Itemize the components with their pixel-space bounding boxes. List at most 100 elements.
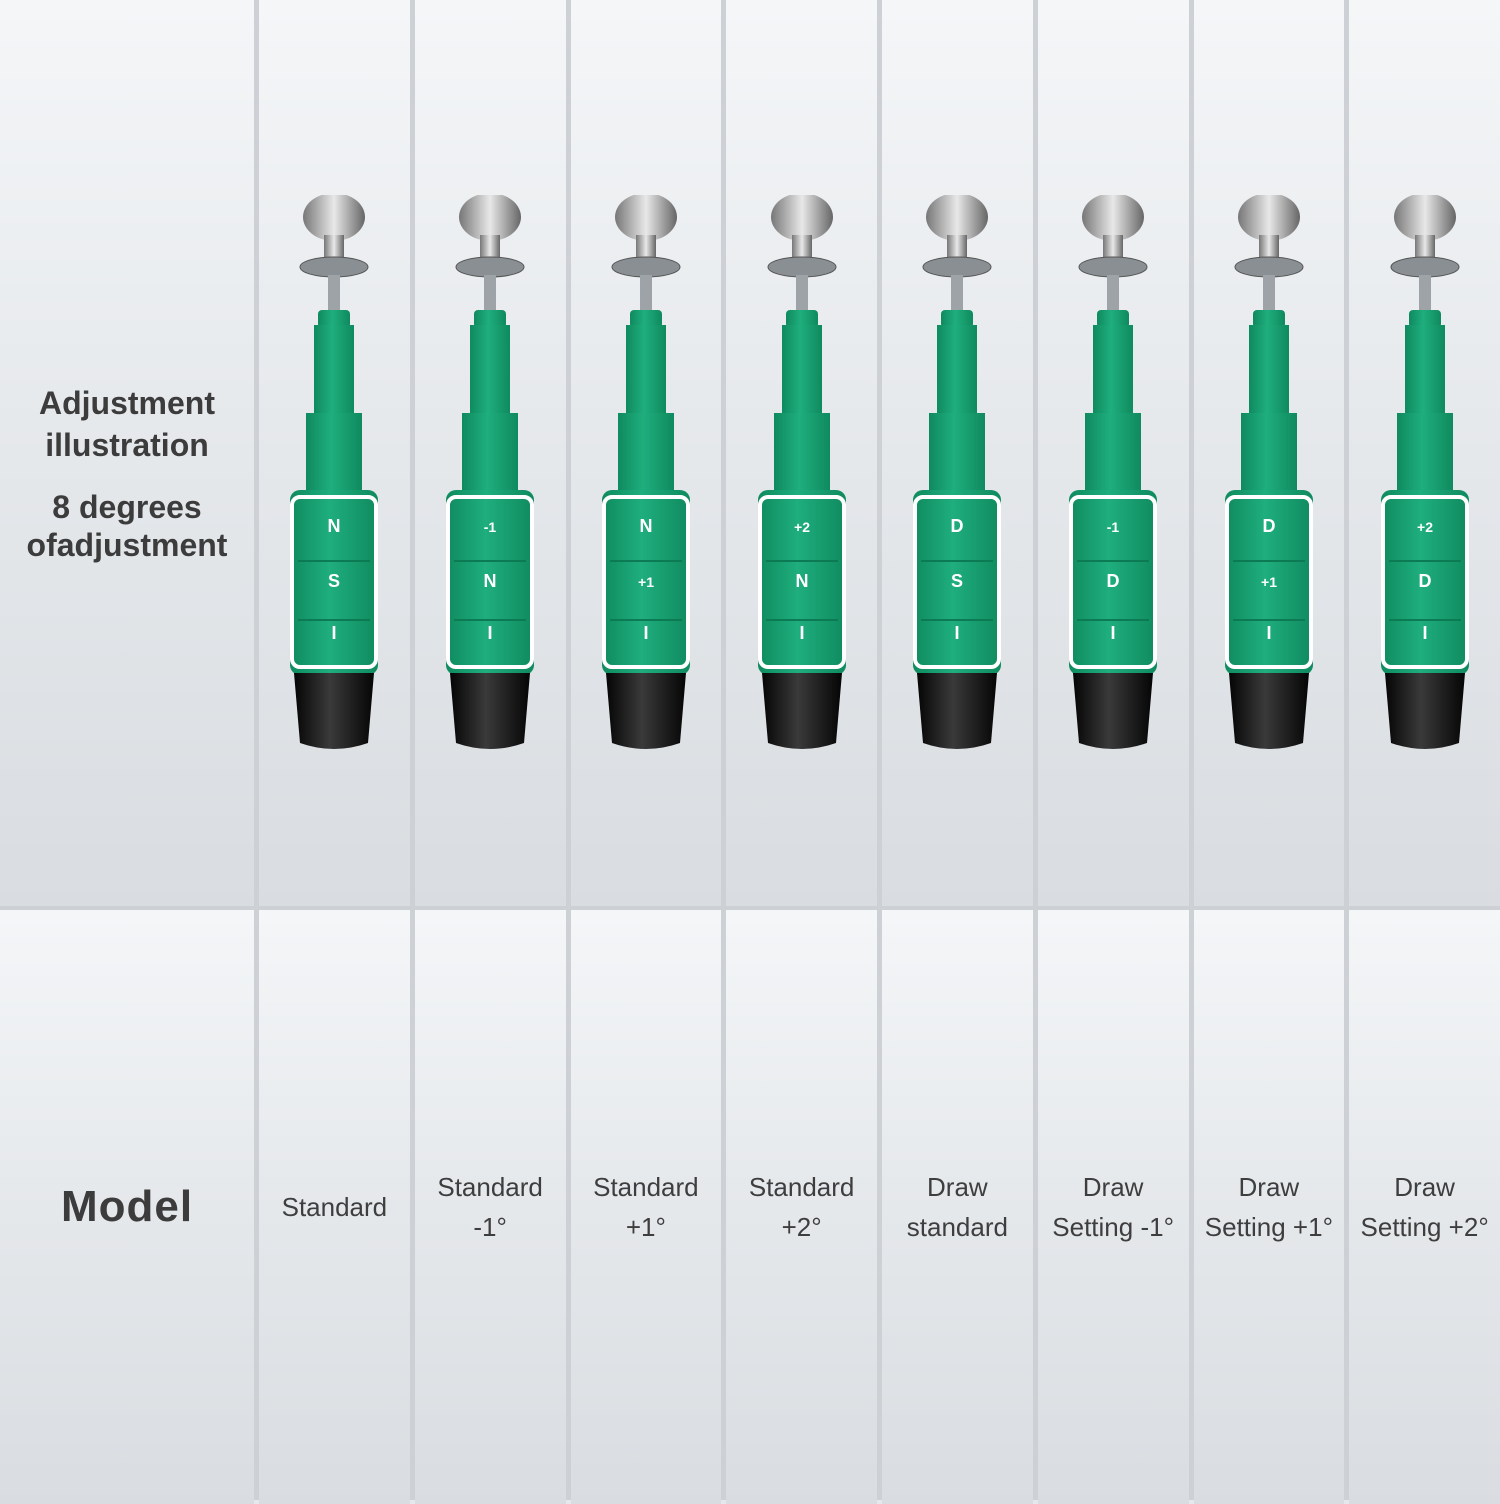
setting-mark-2: S [328,571,340,591]
setting-mark-1: +2 [1417,519,1433,535]
washer [299,256,369,278]
model-cell-4: Standard +2° [726,910,877,1504]
sleeve-tip [1073,673,1154,749]
setting-mark-3: I [643,623,648,643]
screw-head-icon [303,195,366,241]
setting-mark-1: -1 [1107,519,1120,535]
model-name: Standard +1° [593,1172,699,1242]
model-cell-5: Draw standard [882,910,1033,1504]
setting-mark-3: I [955,623,960,643]
sleeve-middle [773,413,830,493]
sleeve-tip [917,673,998,749]
screw-thread [795,275,808,313]
sleeve-top-ring [474,310,507,328]
model-name: Draw standard [906,1172,1008,1242]
sleeve-top-ring [1097,310,1130,328]
sleeve-upper [314,325,355,415]
setting-frame [290,495,379,669]
sleeve-top-ring [785,310,818,328]
setting-frame [601,495,690,669]
sleeve-body [913,490,1002,675]
illustration-cell-5: D S I [882,0,1033,906]
sleeve-body [290,490,379,675]
screw-thread [1262,275,1275,313]
washer [1078,256,1148,278]
screw-head-icon [1237,195,1300,241]
screw-head-icon [926,195,989,241]
adapter-sleeve-image: N+1I [601,195,690,749]
model-cell-1: Standard [259,910,410,1504]
screw-neck [1414,235,1435,259]
sleeve-upper [470,325,511,415]
model-cell-3: Standard +1° [570,910,722,1504]
washer [1234,256,1304,278]
screw-thread [951,275,964,313]
sleeve-upper [1404,325,1445,415]
setting-mark-1: N [328,516,341,536]
sleeve-upper [781,325,822,415]
model-label-cell: Model [0,910,254,1504]
washer [922,256,992,278]
washer [1390,256,1460,278]
setting-mark-3: I [1422,623,1427,643]
screw-thread [639,275,652,313]
washer [455,256,525,278]
screw-neck [1258,235,1279,259]
sleeve-upper [625,325,666,415]
sleeve-body [1069,490,1158,675]
setting-frame [1224,495,1313,669]
setting-mark-1: -1 [484,519,497,535]
setting-mark-3: I [332,623,337,643]
sleeve-middle [462,413,519,493]
sleeve-tip [1228,673,1309,749]
setting-mark-2: D [1418,571,1431,591]
sleeve-middle [1240,413,1297,493]
setting-mark-3: I [1266,623,1271,643]
model-name: Draw Setting +1° [1204,1172,1333,1242]
model-name: Standard +2° [748,1172,855,1242]
setting-mark-2: S [951,571,963,591]
setting-frame [446,495,535,669]
screw-thread [484,275,497,313]
adapter-sleeve-image: -1DI [1069,195,1158,749]
sleeve-middle [1085,413,1142,493]
screw-neck [480,235,501,259]
washer [767,256,837,278]
sleeve-body [446,490,535,675]
screw-neck [635,235,656,259]
sleeve-tip [761,673,842,749]
illustration-cell-1: N S I [259,0,410,906]
washer [611,256,681,278]
setting-frame [1069,495,1158,669]
sleeve-body [1380,490,1469,675]
setting-mark-3: I [1111,623,1116,643]
model-name: Standard [281,1192,388,1222]
adjustment-title: Adjustment illustration [39,385,215,463]
model-cell-6: Draw Setting -1° [1037,910,1189,1504]
model-cell-7: Draw Setting +1° [1193,910,1345,1504]
degrees-subtitle: 8 degrees ofadjustment [26,489,228,563]
sleeve-middle [1396,413,1453,493]
sleeve-middle [929,413,986,493]
model-name: Standard -1° [437,1172,543,1242]
setting-mark-1: D [951,516,964,536]
adapter-sleeve-image: D+1I [1224,195,1313,749]
sleeve-tip [294,673,375,749]
screw-head-icon [459,195,522,241]
setting-frame [913,495,1002,669]
illustration-label-cell: Adjustment illustration 8 degrees ofadju… [0,0,254,906]
adapter-sleeve-image: +2NI [757,195,846,749]
sleeve-top-ring [318,310,351,328]
sleeve-middle [306,413,363,493]
screw-thread [1107,275,1120,313]
adapter-sleeve-image: -1NI [446,195,535,749]
sleeve-upper [1248,325,1289,415]
adapter-sleeve-image: D S I [913,195,1002,749]
sleeve-tip [1384,673,1465,749]
